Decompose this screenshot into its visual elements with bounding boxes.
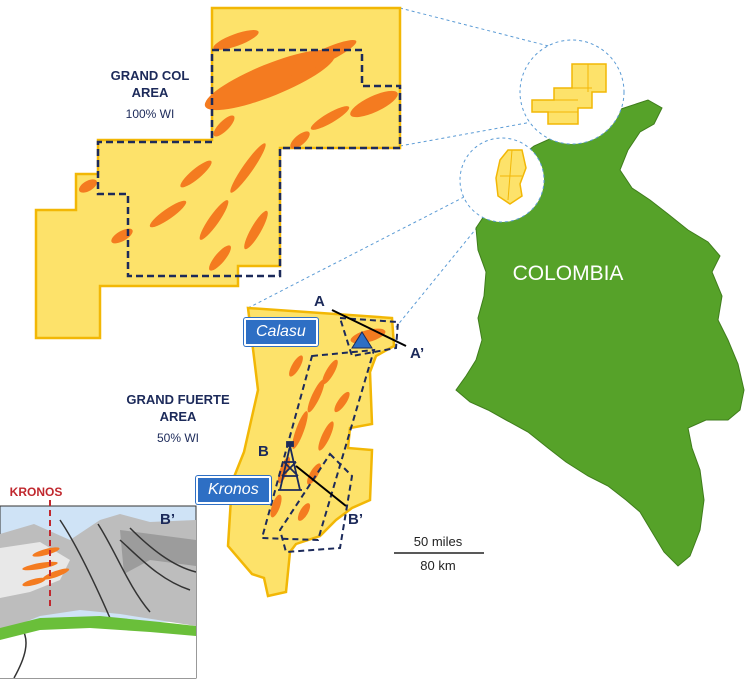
grand-fuerte-block — [226, 306, 400, 598]
grand-fuerte-title-1: GRAND FUERTE — [126, 392, 230, 407]
colombia-country — [455, 99, 745, 567]
kronos-tag[interactable]: Kronos — [196, 476, 271, 504]
section-a-start-label: A — [314, 293, 325, 310]
grand-col-title-1: GRAND COL — [111, 68, 190, 83]
calasu-tag[interactable]: Calasu — [244, 318, 318, 346]
fuerte-trend-outline — [260, 348, 376, 542]
grand-col-interest-outline — [96, 48, 402, 278]
drilling-rig-icon[interactable] — [278, 441, 302, 491]
grand-col-leads — [78, 30, 398, 271]
section-line-b — [295, 465, 347, 507]
grand-col-title-2: AREA — [132, 85, 169, 100]
grand-col-interest: 100% WI — [126, 107, 175, 121]
kronos-prospect-outline — [278, 452, 354, 554]
inset-circle-north — [519, 39, 625, 145]
scale-km-label: 80 km — [420, 558, 455, 573]
cross-section-well-label: KRONOS — [10, 485, 63, 499]
cross-section-end-label: B’ — [160, 511, 175, 528]
section-line-a — [331, 309, 407, 347]
calasu-prospect-outline — [338, 316, 400, 358]
grand-fuerte-title-2: AREA — [160, 409, 197, 424]
section-a-end-label: A’ — [410, 345, 424, 362]
callout-connectors — [247, 7, 573, 333]
scale-miles-label: 50 miles — [414, 534, 463, 549]
calasu-prospect-triangle-icon[interactable] — [351, 331, 373, 349]
scale-bar: 50 miles 80 km — [394, 534, 484, 573]
section-b-start-label: B — [258, 443, 269, 460]
grand-fuerte-interest: 50% WI — [157, 431, 199, 445]
inset-circle-south — [459, 137, 545, 223]
country-label: COLOMBIA — [513, 262, 624, 285]
cross-section-inset: KRONOS B’ — [0, 485, 197, 679]
grand-col-block — [34, 6, 402, 340]
section-b-end-label: B’ — [348, 511, 363, 528]
